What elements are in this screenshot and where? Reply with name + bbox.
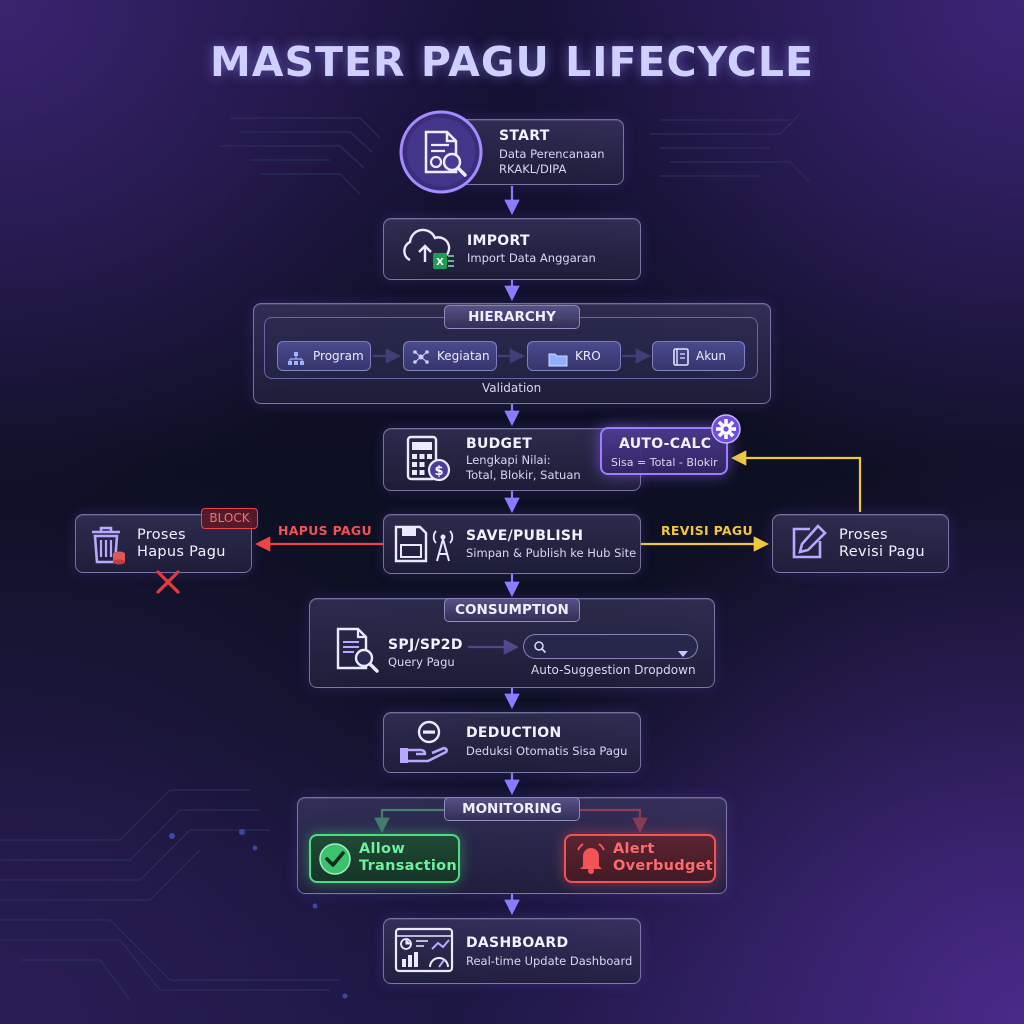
hierarchy-tree-icon [287,349,305,377]
autocalc-sub: Sisa = Total - Blokir [611,456,718,469]
svg-text:X: X [436,257,444,268]
cloud-upload-icon: X [398,226,456,272]
consumption-item-title: SPJ/SP2D [388,637,463,653]
revisi-arrow-label: REVISI PAGU [661,523,753,538]
hand-minus-icon [398,718,452,768]
dashboard-title: DASHBOARD [466,935,569,951]
svg-text:$: $ [434,464,443,479]
budget-title: BUDGET [466,436,533,452]
deduction-sub: Deduksi Otomatis Sisa Pagu [466,744,628,758]
gear-icon [711,414,741,444]
chevron-down-icon [677,643,689,662]
import-title: IMPORT [467,233,530,249]
hapus-title2: Hapus Pagu [137,544,226,560]
chip-kegiatan-label: Kegiatan [437,349,490,363]
block-badge: BLOCK [201,508,258,529]
import-node[interactable] [383,218,641,280]
dashboard-chart-icon [394,927,456,975]
revisi-title1: Proses [839,527,888,543]
search-icon [533,639,547,658]
close-x-icon [154,568,182,596]
save-title: SAVE/PUBLISH [466,528,584,544]
hapus-title1: Proses [137,527,186,543]
autocalc-title: AUTO-CALC [619,436,712,452]
alert-label1: Alert [613,841,655,857]
document-search-small-icon [334,626,380,674]
hapus-arrow-label: HAPUS PAGU [278,523,372,538]
consumption-item-sub: Query Pagu [388,655,455,669]
hierarchy-tab: HIERARCHY [444,305,580,329]
consumption-tab: CONSUMPTION [444,598,580,622]
trash-icon [89,524,129,566]
chip-kro[interactable]: KRO [527,341,621,371]
alert-label2: Overbudget [613,858,713,874]
hierarchy-footer: Validation [482,381,542,395]
budget-sub2: Total, Blokir, Satuan [466,468,581,482]
chip-akun[interactable]: Akun [652,341,745,371]
import-sub: Import Data Anggaran [467,251,596,265]
folder-icon [548,349,568,377]
allow-label2: Transaction [359,858,458,874]
arrow-revisi-autocalc [730,450,862,512]
book-icon [673,348,689,376]
bell-alert-icon [573,840,609,876]
budget-node[interactable] [383,428,641,491]
deduction-title: DEDUCTION [466,725,562,741]
circuit-decoration [0,113,811,1001]
monitoring-tab: MONITORING [444,797,580,821]
revisi-title2: Revisi Pagu [839,544,925,560]
auto-suggestion-dropdown[interactable] [523,634,698,659]
start-sub2: RKAKL/DIPA [499,162,567,176]
dropdown-label: Auto-Suggestion Dropdown [531,663,696,677]
document-search-icon [399,110,483,194]
dashboard-sub: Real-time Update Dashboard [466,954,633,968]
check-circle-icon [318,842,352,876]
chip-program[interactable]: Program [277,341,371,371]
allow-label1: Allow [359,841,406,857]
page-title: MASTER PAGU LIFECYCLE [209,38,815,86]
start-title: START [499,128,550,144]
start-sub1: Data Perencanaan [499,147,605,161]
edit-icon [788,523,828,563]
budget-sub1: Lengkapi Nilai: [466,453,551,467]
chip-akun-label: Akun [696,349,726,363]
chip-program-label: Program [313,349,364,363]
save-sub: Simpan & Publish ke Hub Site [466,546,637,560]
network-icon [412,348,430,376]
chip-kegiatan[interactable]: Kegiatan [403,341,497,371]
calculator-money-icon: $ [402,434,456,486]
chip-kro-label: KRO [575,349,601,363]
save-broadcast-icon [393,523,457,565]
autocalc-node[interactable] [600,427,728,475]
